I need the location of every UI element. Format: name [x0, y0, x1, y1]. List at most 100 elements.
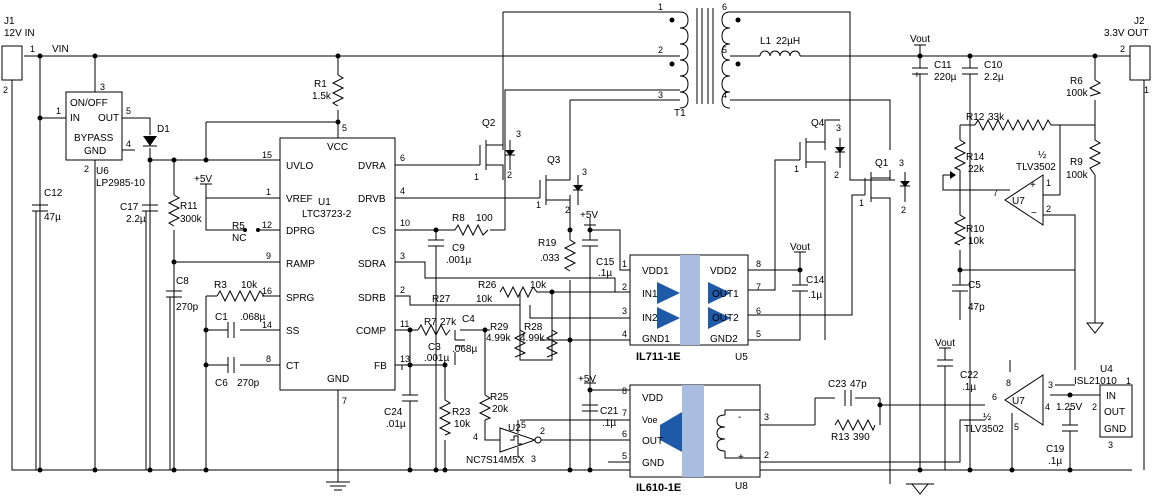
r14-ref: R14: [966, 152, 985, 163]
q1-ref: Q1: [875, 158, 889, 169]
u5-pin6: 6: [756, 306, 761, 316]
r28-value: 4.99k: [520, 333, 545, 344]
isolator-u8: VDD Voe OUT GND 8 7 6 5 - + 3 2 IL610-1E…: [622, 384, 769, 494]
u4-pin1: 1: [1126, 376, 1131, 386]
j2-pin2: 1: [1144, 85, 1149, 95]
j1-ref: J1: [4, 16, 15, 27]
c8-ref: C8: [176, 276, 189, 287]
c15-ref: C15: [596, 257, 615, 268]
q4-pin1: 1: [794, 164, 799, 174]
c1-ref: C1: [215, 312, 228, 323]
u7b-pin6: 6: [992, 392, 997, 402]
u1-pin-sprg: SPRG: [286, 293, 315, 304]
u5-ref: U5: [735, 352, 748, 363]
mosfet-q2: Q2 1 2 3: [474, 118, 521, 182]
r1-ref: R1: [314, 79, 327, 90]
capacitors: C12 47µ C17 2.2µ C8 270p C1 .068µ C6 270…: [32, 60, 1078, 470]
t1-pin5: 5: [722, 45, 727, 55]
c12-ref: C12: [44, 188, 63, 199]
r6-ref: R6: [1070, 76, 1083, 87]
resistors: R1 1.5k R11 300k R5 NC R3 10k R8 100 R19…: [167, 74, 1102, 443]
c11-value: 220µ: [934, 72, 957, 83]
u1-pin-drvb-num: 4: [400, 186, 405, 196]
u5-gnd2: GND2: [710, 334, 738, 345]
u5-pin8: 8: [756, 259, 761, 269]
q3-pin1: 1: [536, 200, 541, 210]
q2-pin1: 1: [474, 172, 479, 182]
u7a-plus-sign: +: [1030, 180, 1036, 191]
u5-in1: IN1: [642, 289, 658, 300]
r11-value: 300k: [180, 214, 203, 225]
u6-pin-bypass: 4: [126, 139, 131, 149]
q1-pin3: 3: [899, 158, 904, 168]
u8-pin5: 5: [622, 451, 627, 461]
u8-pin2: 2: [764, 450, 769, 460]
q3-pin2: 2: [565, 205, 570, 215]
u7a-ref: U7: [1012, 196, 1025, 207]
t1-pin2: 2: [658, 45, 663, 55]
mosfet-q1: Q1 1 2 3: [859, 158, 910, 215]
u8-ref: U8: [735, 481, 748, 492]
net-vin: VIN: [52, 44, 69, 55]
u1-pin-dvra: DVRA: [358, 161, 386, 172]
c11-ref: C11: [934, 60, 952, 71]
u7b-pin5: 5: [1014, 422, 1019, 432]
r29-value: 4.99k: [486, 333, 511, 344]
c22-value: .1µ: [962, 382, 976, 393]
q2-ref: Q2: [482, 118, 496, 129]
u8-pin7: 7: [622, 408, 627, 418]
c1-value: .068µ: [240, 312, 265, 323]
u1-gnd: GND: [327, 374, 349, 385]
u1-pin-ct-num: 8: [266, 354, 271, 364]
u1-vcc-num: 5: [342, 123, 347, 133]
q4-ref: Q4: [811, 118, 825, 129]
r5-ref: R5: [232, 221, 245, 232]
q3-ref: Q3: [547, 155, 561, 166]
r28-ref: R28: [524, 322, 543, 333]
r23-ref: R23: [452, 407, 471, 418]
u1-pin-fb-num: 13: [400, 354, 410, 364]
u2-part: NC7S14M5X: [466, 455, 525, 466]
u6-bypass: BYPASS: [74, 133, 114, 144]
r1-value: 1.5k: [312, 91, 332, 102]
u7b-part: TLV3502: [964, 424, 1004, 435]
c21-value: .1µ: [602, 418, 616, 429]
u1-pin-fb: FB: [374, 361, 387, 372]
u1-pin-vref: VREF: [286, 194, 313, 205]
r3-value: 10k: [241, 280, 258, 291]
u8-plus: +: [738, 452, 744, 463]
r12-value: 33k: [988, 112, 1005, 123]
u1-pin-comp: COMP: [356, 326, 386, 337]
c3-ref: C3: [428, 342, 441, 353]
u4-pin3: 3: [1108, 440, 1113, 450]
net-5v-a: +5V: [194, 174, 212, 185]
u1-pin-dprg-num: 12: [262, 220, 272, 230]
u5-in2: IN2: [642, 313, 658, 324]
u8-pin6: 6: [622, 429, 627, 439]
u7b-half: ½: [983, 412, 992, 423]
r27-value: 10k: [476, 294, 493, 305]
u5-pin1: 1: [622, 259, 627, 269]
u5-pin2: 2: [622, 282, 627, 292]
c24-value: .01µ: [386, 419, 406, 430]
wiring: [11, 11, 1145, 482]
c21-ref: C21: [600, 406, 619, 417]
r29-ref: R29: [490, 322, 509, 333]
r9-ref: R9: [1070, 157, 1083, 168]
c12-value: 47µ: [44, 212, 61, 223]
u1-pin-drvb: DRVB: [358, 194, 386, 205]
r19-value: .033: [540, 253, 560, 264]
j1-name: 12V IN: [4, 28, 35, 39]
net-vout-c: Vout: [935, 338, 955, 349]
r11-ref: R11: [180, 201, 198, 212]
c15-value: .1µ: [598, 268, 612, 279]
r27-ref: R27: [432, 294, 451, 305]
u6-pin-in: 1: [56, 106, 61, 116]
u7a-pin-out: 7: [993, 188, 998, 198]
u1-pin-dvra-num: 6: [400, 153, 405, 163]
net-vout-b: Vout: [910, 34, 930, 45]
diode-d1: D1: [143, 124, 170, 147]
r14-value: 22k: [968, 164, 985, 175]
u1-pin-sdrb: SDRB: [358, 293, 386, 304]
